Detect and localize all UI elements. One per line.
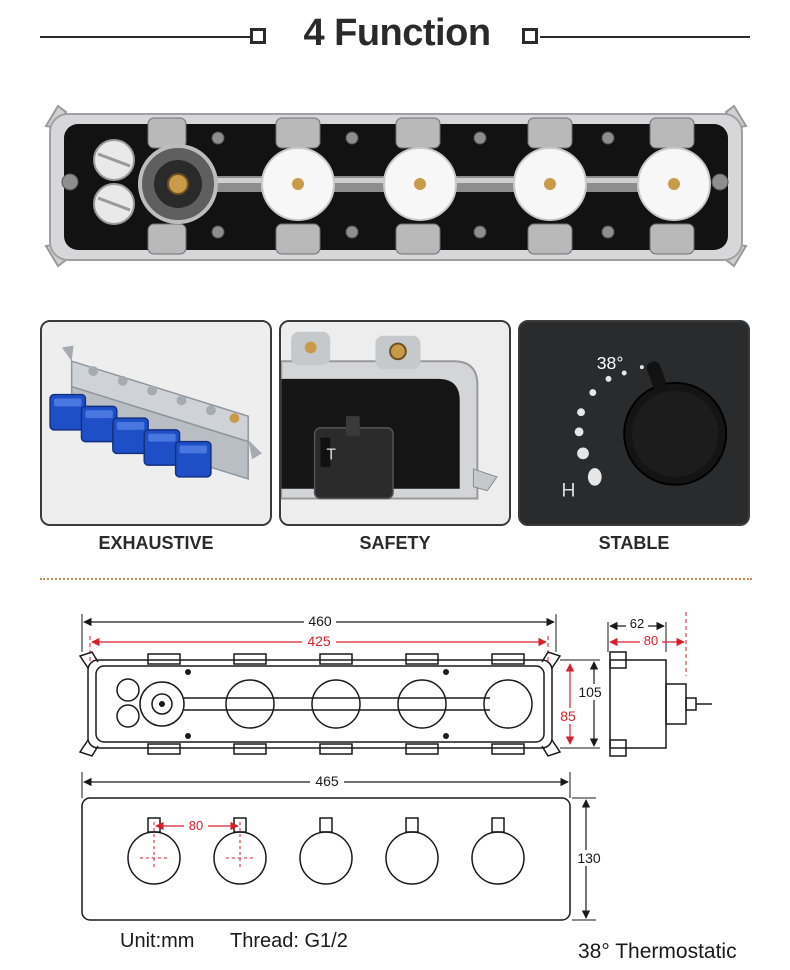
hot-mark-label: H <box>561 480 575 502</box>
spec-thread: Thread: G1/2 <box>230 930 348 952</box>
dim-knob-spacing: 80 <box>189 818 203 833</box>
feature-card-stable: 38° H <box>518 320 750 526</box>
header-rule-left <box>40 36 250 38</box>
page-title: 4 Function <box>303 12 491 54</box>
valve-body-photo <box>36 98 756 274</box>
svg-text:T: T <box>326 446 336 463</box>
blue-knob-valve-illustration <box>42 322 270 524</box>
dim-plate-length: 465 <box>315 773 339 789</box>
spec-thermostatic: 38° Thermostatic <box>578 940 737 963</box>
dim-height-outer: 105 <box>578 684 602 700</box>
spec-unit: Unit:mm <box>120 930 195 952</box>
feature-label-stable: STABLE <box>598 533 670 553</box>
feature-card-exhaustive <box>40 320 272 526</box>
dim-overall-length: 460 <box>308 613 332 629</box>
feature-card-safety: T <box>279 320 511 526</box>
section-divider <box>40 578 752 580</box>
header-square-right <box>522 28 538 44</box>
dimension-drawing: 460 425 <box>78 612 712 921</box>
page-header: 4 Function <box>0 0 790 70</box>
header-rule-right <box>540 36 750 38</box>
dim-height-inner: 85 <box>560 708 576 724</box>
dim-depth-outer: 62 <box>630 616 644 631</box>
dim-inner-length: 425 <box>307 633 331 649</box>
dim-depth-inner: 80 <box>644 633 658 648</box>
dim-plate-height: 130 <box>577 850 601 866</box>
cartridge-closeup-illustration: T <box>281 322 509 524</box>
dial-temp-label: 38° <box>597 353 624 373</box>
feature-label-exhaustive: EXHAUSTIVE <box>98 533 214 553</box>
feature-label-safety: SAFETY <box>359 533 431 553</box>
header-square-left <box>250 28 266 44</box>
thermostat-dial-illustration: 38° H <box>520 322 748 524</box>
